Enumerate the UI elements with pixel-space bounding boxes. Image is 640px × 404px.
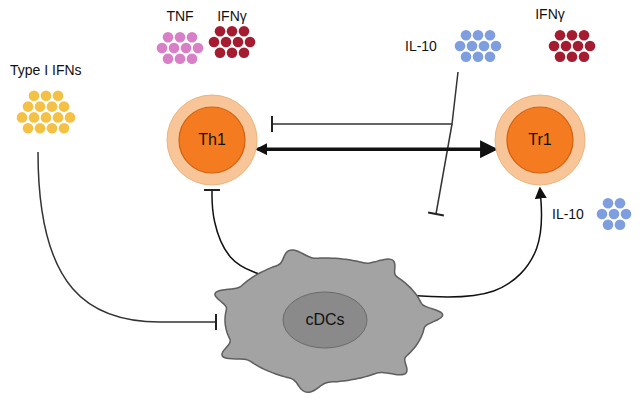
t-cell: Th1 [166, 94, 258, 186]
cell-nucleus [507, 107, 573, 173]
cytokine-dot [29, 91, 40, 102]
cytokine-dot [41, 91, 52, 102]
cytokine-dot [239, 26, 250, 37]
cytokine-dot [609, 209, 620, 220]
cytokine-dot [53, 112, 64, 123]
cytokine-dots [17, 26, 632, 230]
cytokine-dot [473, 52, 484, 63]
cytokine-dot [23, 101, 34, 112]
cytokine-dot [567, 52, 578, 63]
cytokine-dot [17, 112, 28, 123]
t-cell: Tr1 [494, 94, 586, 186]
arrow-connector [258, 147, 495, 151]
cytokine-dot [193, 43, 204, 54]
inhibition-line [436, 124, 452, 214]
cytokine-dot [59, 123, 70, 134]
cytokine-dot [65, 112, 76, 123]
cytokine-dot [555, 52, 566, 63]
cytokine-dot [597, 209, 608, 220]
cytokine-dot [59, 101, 70, 112]
cytokine-label: IFNγ [217, 8, 247, 24]
cytokine-dot [175, 32, 186, 43]
cytokine-dot [479, 41, 490, 52]
cytokine-dot [157, 43, 168, 54]
cytokine-dot [567, 30, 578, 41]
arrow-connector [417, 189, 542, 297]
cytokine-dot [461, 52, 472, 63]
cytokine-dot [187, 32, 198, 43]
cell-membrane [167, 95, 257, 185]
cytokine-dot [621, 209, 632, 220]
cytokine-dot [181, 43, 192, 54]
cell-name: Th1 [198, 131, 226, 149]
cytokine-dot [573, 41, 584, 52]
cytokine-dot [585, 41, 596, 52]
cytokine-dot [555, 30, 566, 41]
cytokine-dot [615, 198, 626, 209]
cytokine-dot [579, 30, 590, 41]
cytokine-dot [163, 54, 174, 65]
dendritic-cell: cDCs [190, 240, 460, 400]
cytokine-dot [221, 37, 232, 48]
cell-nucleus [283, 292, 367, 348]
cytokine-label: Type I IFNs [10, 62, 82, 78]
cell-name: Tr1 [528, 131, 551, 149]
cytokine-label: TNF [166, 8, 193, 24]
cytokine-label: IFNγ [535, 6, 565, 22]
cytokine-dot [215, 26, 226, 37]
cell-nucleus [179, 107, 245, 173]
cytokine-dot [47, 101, 58, 112]
cell-body [215, 250, 443, 392]
cytokine-label: IL-10 [552, 206, 584, 222]
cytokine-dot [561, 41, 572, 52]
cytokine-dot [35, 101, 46, 112]
cell-membrane [495, 95, 585, 185]
cytokine-dot [549, 41, 560, 52]
cytokine-dot [163, 32, 174, 43]
cytokine-dot [227, 26, 238, 37]
cytokine-dot [603, 198, 614, 209]
cytokine-dot [47, 123, 58, 134]
cytokine-label: IL-10 [405, 38, 437, 54]
cytokine-dot [239, 48, 250, 59]
cytokine-dot [23, 123, 34, 134]
cytokine-dot [53, 91, 64, 102]
cell-name: cDCs [305, 311, 344, 329]
cytokine-dot [455, 41, 466, 52]
cytokine-dot [461, 30, 472, 41]
cytokine-dot [35, 123, 46, 134]
cytokine-dot [233, 37, 244, 48]
cytokine-dot [227, 48, 238, 59]
cytokine-dot [491, 41, 502, 52]
cytokine-dot [485, 30, 496, 41]
inhibition-connector [212, 190, 258, 274]
cytokine-dot [603, 220, 614, 231]
cytokine-dot [615, 220, 626, 231]
inhibition-line [272, 72, 458, 124]
cytokine-dot [175, 54, 186, 65]
cytokine-dot [29, 112, 40, 123]
cytokine-dot [467, 41, 478, 52]
cytokine-dot [579, 52, 590, 63]
cytokine-dot [169, 43, 180, 54]
cytokine-dot [187, 54, 198, 65]
cytokine-dot [473, 30, 484, 41]
cytokine-dot [41, 112, 52, 123]
cytokine-dot [215, 48, 226, 59]
cytokine-dot [485, 52, 496, 63]
cytokine-dot [209, 37, 220, 48]
cytokine-dot [245, 37, 256, 48]
